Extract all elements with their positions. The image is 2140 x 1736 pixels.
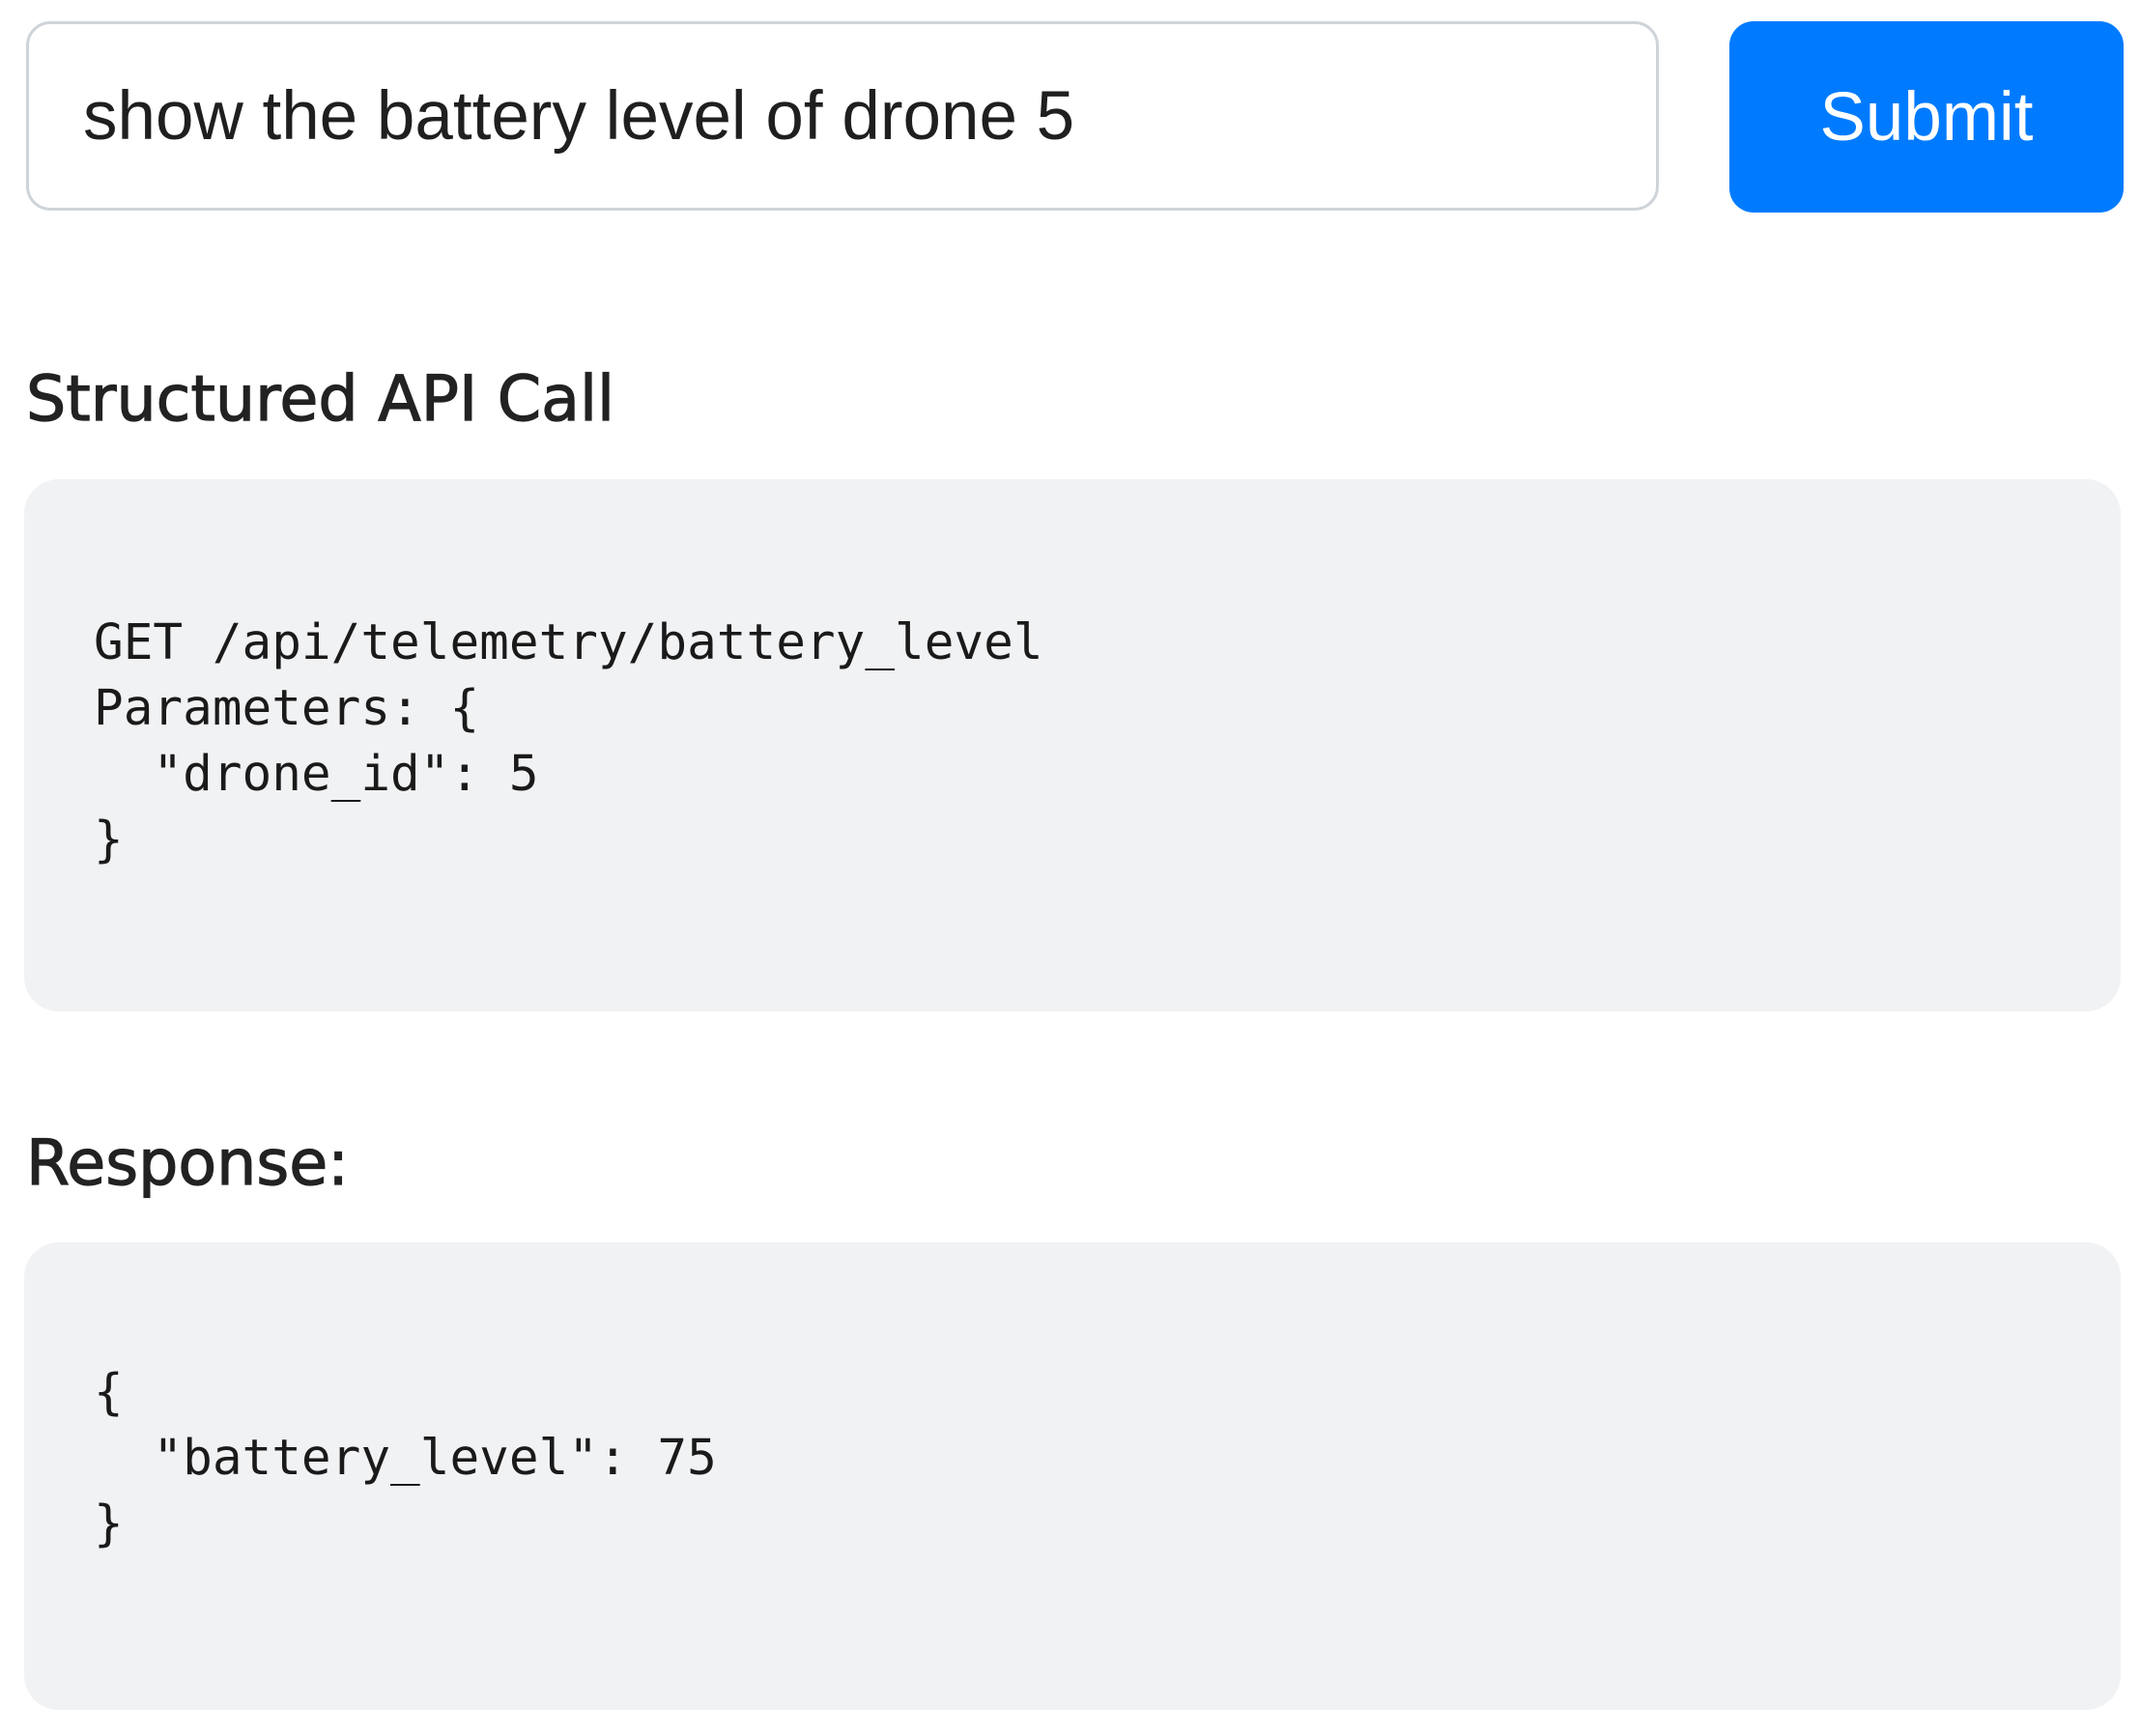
code-line: }	[94, 1495, 124, 1552]
query-input[interactable]	[26, 21, 1659, 211]
code-line: GET /api/telemetry/battery_level	[94, 614, 1043, 671]
response-heading: Response:	[25, 1127, 350, 1200]
response-code-block: { "battery_level": 75}	[24, 1242, 2121, 1710]
code-line: Parameters: {	[94, 680, 480, 737]
code-line: "battery_level": 75	[94, 1430, 717, 1487]
code-line: }	[94, 811, 124, 868]
code-line: "drone_id": 5	[94, 746, 539, 803]
submit-button[interactable]: Submit	[1729, 21, 2124, 213]
api-call-heading: Structured API Call	[25, 363, 615, 436]
code-line: {	[94, 1364, 124, 1421]
